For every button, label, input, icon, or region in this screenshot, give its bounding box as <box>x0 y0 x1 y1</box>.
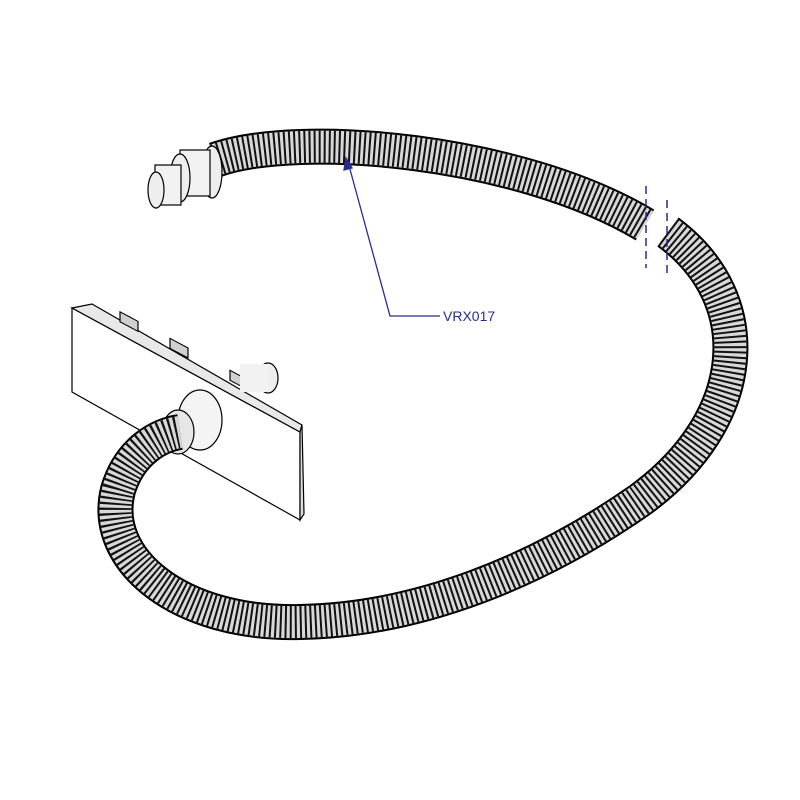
break-lines <box>645 186 668 278</box>
corrugated-hose <box>97 128 749 641</box>
part-number-label: VRX017 <box>443 308 496 324</box>
callout-leader <box>343 156 440 317</box>
hose-connector <box>147 145 223 209</box>
